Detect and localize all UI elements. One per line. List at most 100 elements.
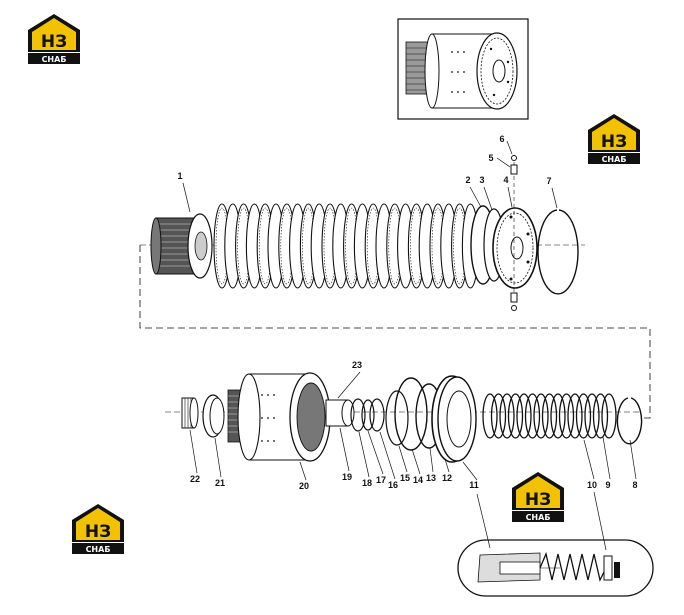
part-1-hub <box>150 213 213 279</box>
callout-21: 21 <box>215 478 225 488</box>
spring-disc <box>550 393 566 439</box>
callout-5: 5 <box>488 153 493 163</box>
callout-4: 4 <box>503 175 508 185</box>
callout-9: 9 <box>605 480 610 490</box>
callout-16: 16 <box>388 480 398 490</box>
logo-caption-text: СНАБ <box>42 55 67 64</box>
part-20-drum <box>227 372 331 462</box>
spring-disc <box>533 393 549 439</box>
part-21-ring <box>202 394 225 438</box>
spring-disc <box>524 393 541 439</box>
leader-line <box>339 427 350 472</box>
callout-18: 18 <box>362 478 372 488</box>
spring-disc <box>584 393 600 439</box>
callout-leaders <box>182 140 637 551</box>
brand-logo: НЗ СНАБ <box>72 504 124 554</box>
leader-line <box>411 448 421 475</box>
leader-line <box>189 429 198 474</box>
brand-logo: НЗ СНАБ <box>28 14 80 64</box>
part-19-shaft <box>325 399 355 427</box>
leader-line <box>398 445 408 473</box>
part-18-ring <box>350 398 366 432</box>
part-12-piston <box>431 375 477 463</box>
part-16-ring <box>369 398 385 432</box>
spring-disc <box>499 393 515 439</box>
callout-8: 8 <box>632 480 637 490</box>
leader-line <box>496 157 511 168</box>
part-17-ring <box>361 399 375 431</box>
leader-line <box>483 186 493 211</box>
spring-disc-stack <box>482 393 617 439</box>
leader-line <box>551 187 558 209</box>
callout-22: 22 <box>190 474 200 484</box>
leader-line <box>299 461 307 481</box>
assembly-link-line <box>139 245 651 419</box>
spring-disc <box>482 393 498 439</box>
callout-10: 10 <box>587 480 597 490</box>
spring-disc <box>507 393 524 439</box>
callout-17: 17 <box>376 475 386 485</box>
callout-12: 12 <box>442 473 452 483</box>
upper-exploded-row <box>140 155 585 311</box>
part-22-bearing <box>181 397 199 429</box>
leader-line <box>506 140 513 155</box>
callout-3: 3 <box>479 175 484 185</box>
logo-caption-text: СНАБ <box>86 545 111 554</box>
callout-7: 7 <box>546 176 551 186</box>
spring-disc <box>516 393 532 439</box>
spring-disc <box>601 393 617 439</box>
callout-2: 2 <box>465 175 470 185</box>
spring-disc <box>558 393 575 439</box>
callout-6: 6 <box>499 134 504 144</box>
leader-line <box>367 430 384 475</box>
inset-assembled-clutch <box>397 18 529 120</box>
part-5-bolt <box>510 155 518 303</box>
spring-disc <box>592 393 609 439</box>
spring-disc <box>541 393 558 439</box>
leader-line <box>507 186 513 208</box>
logo-mark-text: НЗ <box>41 32 67 52</box>
logo-caption-text: СНАБ <box>602 155 627 164</box>
logo-mark-text: НЗ <box>525 490 551 510</box>
part-6-washer <box>511 155 517 311</box>
leader-line <box>429 447 434 473</box>
logo-caption-text: СНАБ <box>526 513 551 522</box>
clutch-disc-stack <box>213 203 479 289</box>
leader-line <box>583 439 595 480</box>
part-7-snap-ring <box>537 209 579 295</box>
brand-logo: НЗ СНАБ <box>512 472 564 522</box>
spring-disc <box>567 393 583 439</box>
part-15-seal <box>385 390 409 446</box>
leader-line <box>593 491 607 551</box>
leader-line <box>602 436 611 480</box>
inset-spring-detail <box>457 539 654 597</box>
callout-13: 13 <box>426 473 436 483</box>
brand-logo: НЗ СНАБ <box>588 114 640 164</box>
leader-line <box>476 493 491 549</box>
leader-line <box>337 371 361 399</box>
logo-mark-text: НЗ <box>85 522 111 542</box>
callout-19: 19 <box>342 472 352 482</box>
leader-line <box>629 439 637 480</box>
logo-mark-text: НЗ <box>601 132 627 152</box>
part-8-snap-ring <box>616 397 643 445</box>
leader-line <box>379 431 396 480</box>
leader-line <box>182 182 191 213</box>
part-4-piston <box>492 207 538 289</box>
callout-15: 15 <box>400 473 410 483</box>
callout-1: 1 <box>177 171 182 181</box>
callout-20: 20 <box>299 481 309 491</box>
lower-exploded-row <box>165 372 643 463</box>
part-14-seal <box>394 377 428 451</box>
leader-line <box>469 186 482 208</box>
leader-line <box>214 437 222 478</box>
spring-disc <box>575 393 592 439</box>
leader-line <box>444 458 450 473</box>
callout-11: 11 <box>469 480 479 490</box>
leader-line <box>358 431 370 478</box>
callout-14: 14 <box>413 475 423 485</box>
callout-23: 23 <box>352 360 362 370</box>
